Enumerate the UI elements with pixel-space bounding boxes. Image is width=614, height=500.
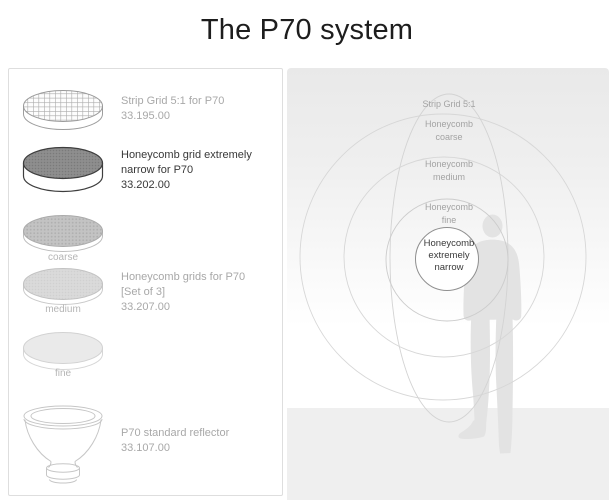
beam-circle-fine [385,198,509,322]
product-code: 33.207.00 [121,301,170,313]
caption-medium: medium [45,304,81,315]
strip-grid-illustration [23,90,103,130]
label-line: narrow [434,262,464,273]
label-line: coarse [435,131,463,142]
product-code: 33.202.00 [121,179,170,191]
label-medium: Honeycomb medium [369,158,529,183]
product-title: Strip Grid 5:1 for P70 [121,95,225,107]
label-line: Strip Grid 5:1 [422,99,476,109]
studio-floor [287,408,609,500]
product-subtitle: [Set of 3] [121,286,166,298]
label-line: Honeycomb [423,238,475,249]
product-list-panel: Strip Grid 5:1 for P70 33.195.00 Honeyco… [8,68,283,496]
label-fine: Honeycomb fine [369,201,529,226]
product-title: Honeycomb grids for P70 [121,271,246,283]
label-line: extremely [428,250,470,261]
page-title: The P70 system [200,14,414,46]
caption-fine: fine [54,368,72,379]
beam-circle-coarse [299,113,587,401]
honeycomb-fine-illustration [23,332,103,370]
honeycomb-coarse-illustration [23,215,103,252]
honeycomb-extremely-narrow-illustration [22,146,104,193]
product-code: 33.107.00 [121,442,170,454]
label-strip-grid: Strip Grid 5:1 [369,98,529,111]
reflector-illustration [23,405,103,484]
beam-circle-medium [343,156,545,358]
label-extremely-narrow: Honeycomb extremely narrow [369,238,529,274]
person-silhouette [458,214,522,454]
product-title-line2: narrow for P70 [121,164,194,176]
label-line: Honeycomb [424,119,474,129]
product-title: P70 standard reflector [121,427,230,439]
product-grid-set: Honeycomb grids for P70 [Set of 3] 33.20… [121,270,245,315]
label-line: fine [441,214,457,225]
beam-diagram-panel: Strip Grid 5:1 Honeycomb coarse Honeycom… [287,68,609,500]
product-title-line1: Honeycomb grid extremely [121,149,252,161]
honeycomb-medium-illustration [23,268,103,305]
beam-circle-extremely-narrow [415,227,479,291]
label-line: Honeycomb [424,202,474,212]
label-line: Honeycomb [424,159,474,169]
product-code: 33.195.00 [121,110,170,122]
label-coarse: Honeycomb coarse [369,118,529,143]
label-line: medium [432,171,465,182]
caption-coarse: coarse [47,252,78,263]
beam-diagram-svg [299,93,587,454]
product-reflector: P70 standard reflector 33.107.00 [121,426,229,456]
product-extremely-narrow: Honeycomb grid extremely narrow for P70 … [121,148,252,193]
product-strip-grid: Strip Grid 5:1 for P70 33.195.00 [121,94,224,124]
